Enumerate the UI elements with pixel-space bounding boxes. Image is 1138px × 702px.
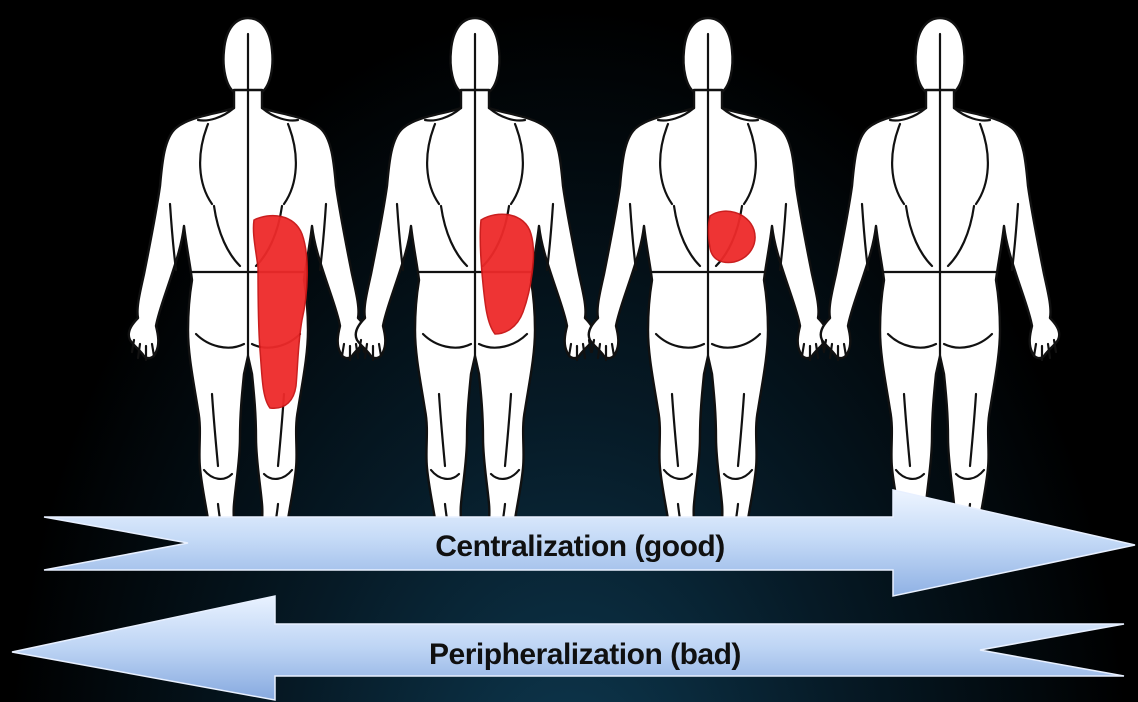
figure-4 xyxy=(821,18,1060,563)
centralization-label: Centralization (good) xyxy=(435,530,724,563)
figure-3 xyxy=(589,18,828,563)
figure-2 xyxy=(356,18,595,563)
body-outline-3 xyxy=(589,18,828,563)
body-outline-4 xyxy=(821,18,1060,563)
peripheralization-label: Peripheralization (bad) xyxy=(429,638,741,671)
figure-1 xyxy=(129,18,368,563)
peripheralization-arrow: Peripheralization (bad) xyxy=(12,596,1124,700)
body-outline-1 xyxy=(129,18,368,563)
body-outline-2 xyxy=(356,18,595,563)
